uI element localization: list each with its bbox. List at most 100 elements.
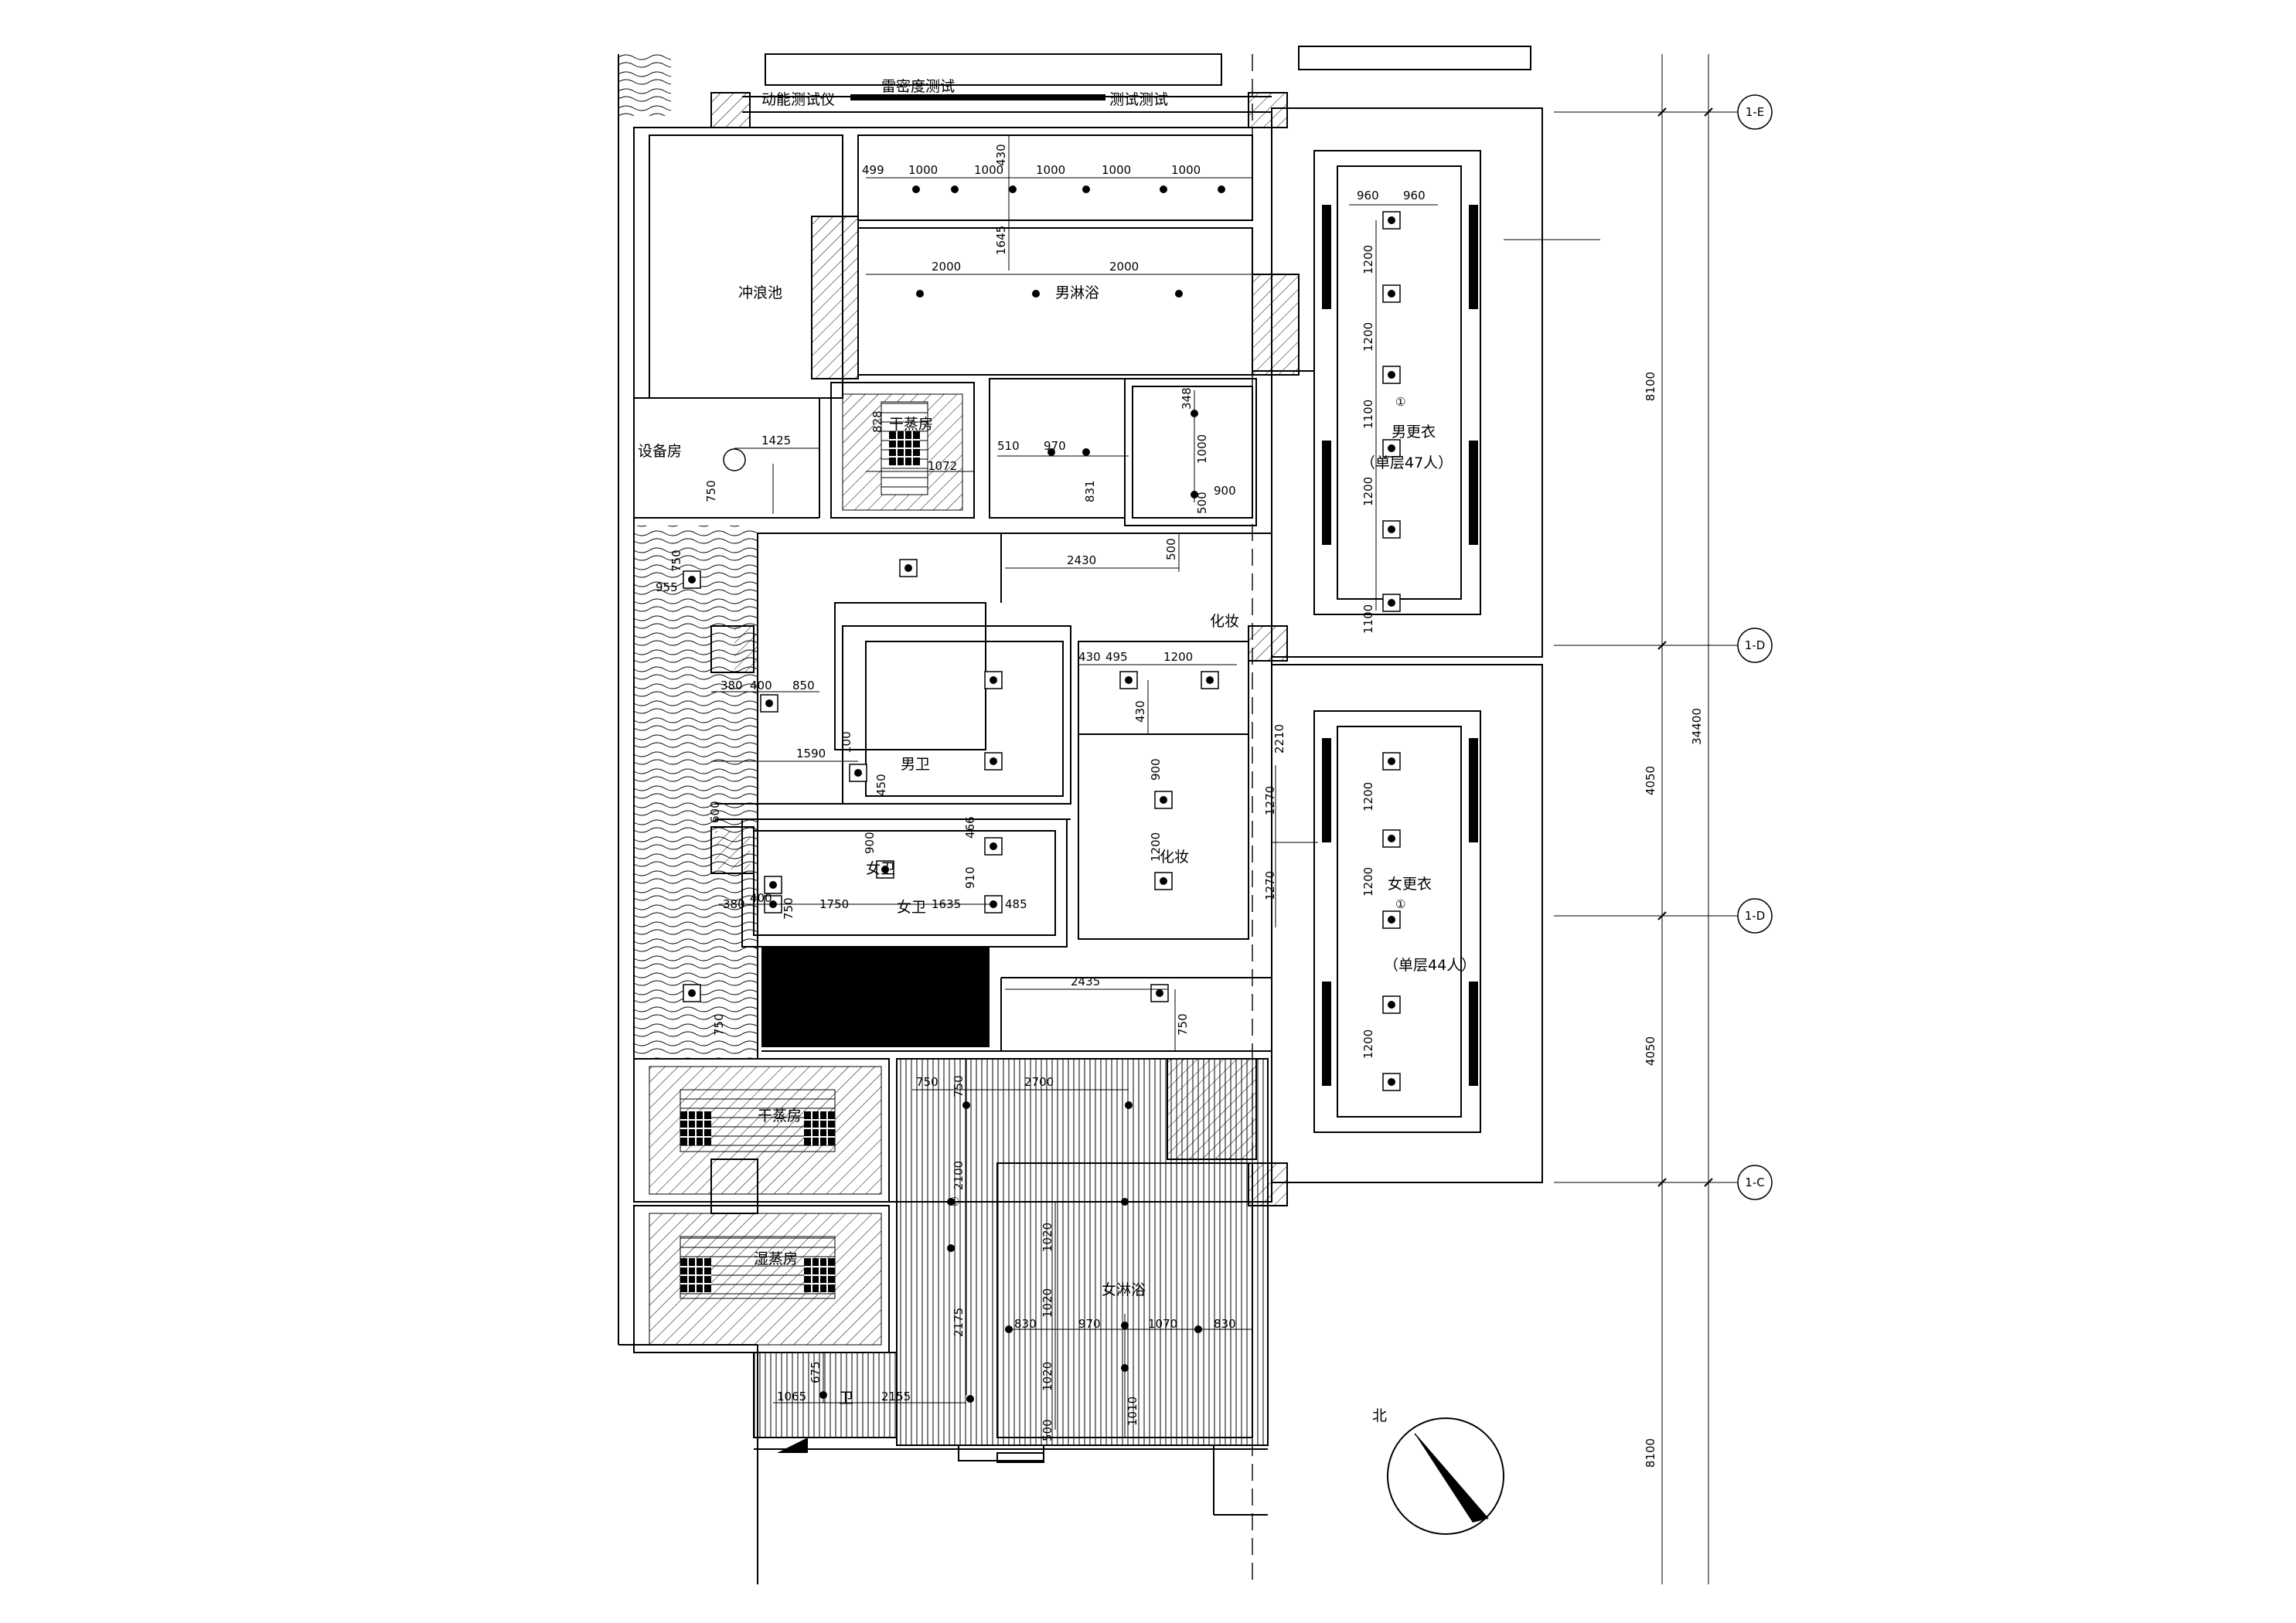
dim-text: 828 [870,410,884,433]
dim-text: 960 [1357,189,1379,202]
dim-text: 2700 [1024,1075,1054,1089]
room-label: 化妆 [1210,613,1239,630]
room-label: 湿蒸房 [754,1250,798,1267]
dim-text: 348 [1180,387,1194,410]
dim-text: 1200 [1361,867,1375,897]
shower-stalls [989,378,1257,526]
dim-text: 1000 [1171,163,1201,177]
dim-text: 1020 [1041,1362,1054,1391]
axis-label: 1-D [1745,909,1766,923]
dim-text: 750 [782,897,795,920]
dim-text: 2210 [1272,724,1286,754]
detail-mark: ① [1395,395,1405,409]
dim-text: 1200 [1163,650,1193,664]
dim-text: 750 [704,480,718,502]
dim-text: 500 [1195,492,1209,514]
dim-text: 1010 [1126,1397,1139,1426]
dim-text: 450 [874,774,888,796]
room-label: 女卫 [866,860,895,877]
dim-text: 955 [656,580,678,594]
room-label: （单层47人） [1361,454,1453,471]
dim-text: 430 [1078,650,1101,664]
dim-text: 1750 [819,897,849,911]
north-arrow-icon [1387,1417,1504,1535]
room-label: 雷密度测试 [881,78,955,95]
dim-text: 2000 [932,260,961,274]
room-label: 干蒸房 [758,1108,802,1125]
room-label: 干蒸房 [889,416,933,433]
dim-text: 400 [750,679,772,692]
dim-text: 500 [1041,1419,1054,1441]
room-label: 女淋浴 [1102,1281,1146,1298]
dim-text: 831 [1083,480,1097,502]
axis-label: 1-D [1745,638,1766,652]
dim-text: 750 [1176,1013,1190,1036]
dim-text: 1200 [1361,782,1375,812]
dim-text: 1070 [1148,1317,1177,1331]
dim-text: 1200 [1361,322,1375,352]
dim-text: 750 [669,550,683,572]
dim-text: 1590 [796,747,826,760]
dim-text: 1270 [1263,871,1277,900]
dim-text: 380 [723,897,745,911]
dim-text: 970 [1044,439,1066,453]
dim-text: 1425 [761,434,791,447]
room-label: 动能测试仪 [761,91,835,108]
floor-frame [633,127,1272,1203]
room-label: 化妆 [1160,849,1189,866]
dim-text: 2000 [1109,260,1139,274]
dim-text: 1635 [932,897,961,911]
dim-text: 1000 [1036,163,1065,177]
grid-span: 4050 [1644,1036,1657,1066]
dim-text: 380 [720,679,743,692]
room-label: 测试测试 [1109,91,1168,108]
dim-text: 430 [1133,700,1147,723]
dimension-labels: 499 1000 1000 1000 1000 1000 430 2000 20… [656,144,1426,1441]
dim-text: 1000 [908,163,938,177]
dim-text: 750 [952,1075,966,1097]
dim-text: 2430 [1067,553,1096,567]
dim-text: 485 [1005,897,1027,911]
dim-text: 1100 [1361,604,1375,634]
dim-text: 1000 [1102,163,1131,177]
dim-text: 830 [1014,1317,1037,1331]
dim-text: 1200 [1361,1029,1375,1059]
left-boundary [618,54,758,1584]
dim-text: 1100 [1361,400,1375,429]
grid-span: 34400 [1690,708,1704,745]
grid-span: 4050 [1644,766,1657,795]
dim-text: 750 [712,1013,726,1036]
dim-text: 900 [1149,758,1163,781]
dim-text: 1645 [994,226,1008,255]
dim-text: 970 [1078,1317,1101,1331]
axis-label: 1-E [1746,105,1764,119]
dim-text: 750 [916,1075,938,1089]
room-label: 男淋浴 [1055,284,1099,301]
dim-text: 2435 [1071,975,1100,988]
dim-text: 466 [963,816,977,839]
dimension-lines [711,135,1438,1438]
room-label: 女卫 [897,899,926,916]
dim-text: 2100 [952,1161,966,1190]
dim-text: 850 [792,679,815,692]
womens-locker-room [1271,664,1543,1183]
detail-mark: ① [1395,897,1405,911]
dim-text: 2155 [881,1390,911,1404]
dim-text: 500 [1164,538,1178,560]
room-label: 女更衣 [1388,876,1432,893]
dry-sauna-bottom [633,1058,890,1203]
dim-text: 900 [1214,484,1236,498]
dim-text: 400 [750,891,772,905]
dim-text: 2175 [952,1308,966,1337]
dim-text: 1000 [974,163,1003,177]
dim-text: 510 [997,439,1020,453]
dim-text: 600 [708,801,722,823]
dim-text: 900 [863,832,877,854]
dim-text: 1200 [1361,245,1375,274]
grid-span: 8100 [1644,1438,1657,1468]
north-label: 北 [1372,1407,1387,1424]
dim-text: 830 [1214,1317,1236,1331]
dim-text: 495 [1105,650,1128,664]
axis-label: 1-C [1745,1176,1764,1189]
